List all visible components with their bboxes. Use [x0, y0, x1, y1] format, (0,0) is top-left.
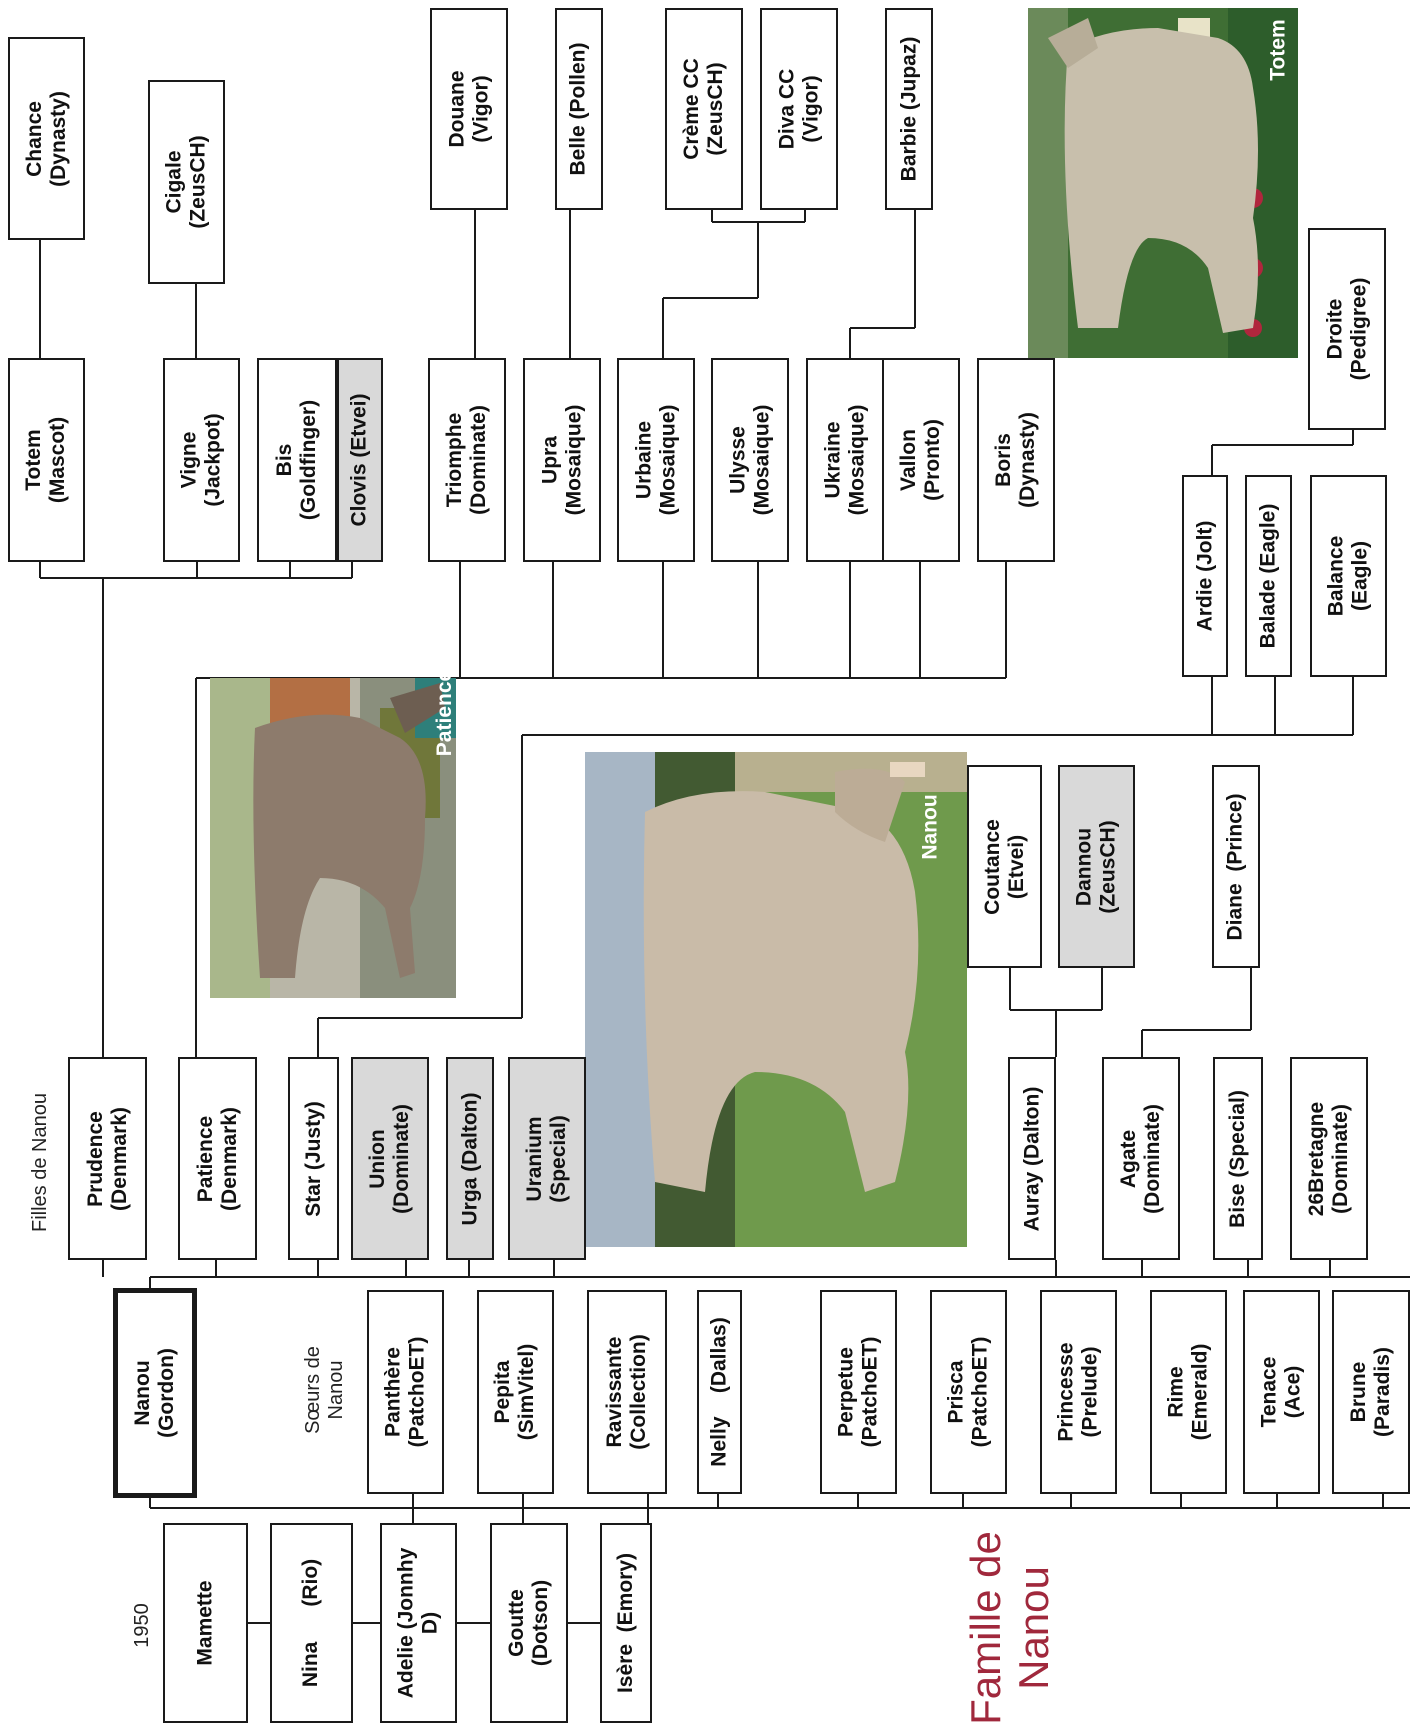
- sister-rime: Rime (Emerald): [1150, 1290, 1227, 1494]
- sister-nelly: Nelly (Dallas): [697, 1290, 742, 1494]
- daughter-bise: Bise (Special): [1213, 1057, 1263, 1260]
- year-label: 1950: [130, 1602, 153, 1648]
- ancestor-nina-label: Nina (Rio): [299, 1558, 323, 1688]
- granddaughter-boris: Boris (Dynasty): [977, 358, 1055, 562]
- greatgranddaughter-douane: Douane (Vigor): [430, 8, 508, 210]
- sister-pepita: Pepita (SimVitel): [477, 1290, 554, 1494]
- patience-photo: [210, 678, 456, 998]
- granddaughter-totem: Totem (Mascot): [8, 358, 85, 562]
- greatgranddaughter-cigale: Cigale (ZeusCH): [148, 80, 225, 284]
- granddaughter-urbaine: Urbaine (Mosaique): [617, 358, 695, 562]
- daughter-union: Union (Dominate): [351, 1057, 429, 1260]
- sister-princesse: Princesse (Prelude): [1040, 1290, 1117, 1494]
- page-title: Famille de Nanou: [962, 1531, 1057, 1725]
- ancestor-mamette-label: Mamette: [193, 1580, 217, 1666]
- granddaughter-vigne: Vigne (Jackpot): [163, 358, 240, 562]
- granddaughter-vallon: Vallon (Pronto): [882, 358, 960, 562]
- sister-ravissante: Ravissante (Collection): [587, 1290, 667, 1494]
- totem-photo-caption: Totem: [1266, 19, 1290, 81]
- ancestor-goutte: Goutte (Dotson): [490, 1523, 568, 1723]
- granddaughter-dannou: Dannou (ZeusCH): [1058, 765, 1135, 968]
- granddaughter-clovis: Clovis (Etvei): [337, 358, 383, 562]
- granddaughter-bis: Bis (Goldfinger): [257, 358, 337, 562]
- granddaughter-balance: Balance (Eagle): [1310, 475, 1387, 677]
- granddaughter-ardie: Ardie (Jolt): [1182, 475, 1228, 677]
- greatgranddaughter-belle: Belle (Pollen): [555, 8, 603, 210]
- granddaughter-coutance: Coutance (Etvei): [967, 765, 1042, 968]
- greatgranddaughter-creme: Crème CC (ZeusCH): [665, 8, 743, 210]
- daughter-agate: Agate (Dominate): [1102, 1057, 1180, 1260]
- ancestor-adelie-label: Adelie (Jonnhy D): [394, 1547, 442, 1699]
- nanou-label: Nanou (Gordon): [131, 1348, 178, 1438]
- sister-panthere: Panthère (PatchoET): [367, 1290, 444, 1494]
- daughter-26bretagne: 26Bretagne (Dominate): [1290, 1057, 1368, 1260]
- daughter-urga: Urga (Dalton): [446, 1057, 494, 1260]
- totem-photo: [1028, 8, 1298, 358]
- daughter-patience: Patience (Denmark): [178, 1057, 257, 1260]
- ancestor-goutte-label: Goutte (Dotson): [505, 1579, 552, 1667]
- daughter-uranium: Uranium (Special): [508, 1057, 586, 1260]
- granddaughter-ukraine: Ukraine (Mosaique): [806, 358, 884, 562]
- daughter-prudence: Prudence (Denmark): [68, 1057, 147, 1260]
- patience-photo-caption: Patience: [433, 669, 457, 757]
- ancestor-isere-label: Isère (Emory): [614, 1552, 637, 1694]
- sister-prisca: Prisca (PatchoET): [930, 1290, 1007, 1494]
- nanou-photo-caption: Nanou: [918, 794, 942, 860]
- sisters-section-label: Sœurs de Nanou: [302, 1346, 347, 1434]
- daughters-section-label: Filles de Nanou: [28, 1093, 51, 1232]
- sister-tenace: Tenace (Ace): [1243, 1290, 1320, 1494]
- granddaughter-balade: Balade (Eagle): [1245, 475, 1292, 677]
- ancestor-mamette: Mamette: [163, 1523, 248, 1723]
- nanou-box: Nanou (Gordon): [113, 1288, 197, 1498]
- greatgranddaughter-chance: Chance (Dynasty): [8, 37, 85, 240]
- granddaughter-ulysse: Ulysse (Mosaique): [711, 358, 789, 562]
- ancestor-adelie: Adelie (Jonnhy D): [380, 1523, 457, 1723]
- page-title-wrap: Famille de Nanou: [950, 1528, 1070, 1728]
- greatgranddaughter-droite: Droite (Pedigree): [1308, 228, 1386, 430]
- nanou-photo: [585, 752, 967, 1247]
- granddaughter-diane: Diane (Prince): [1212, 765, 1260, 968]
- ancestor-isere: Isère (Emory): [600, 1523, 652, 1723]
- sister-perpetue: Perpetue (PatchoET): [820, 1290, 897, 1494]
- daughter-auray: Auray (Dalton): [1008, 1057, 1056, 1260]
- granddaughter-upra: Upra (Mosaique): [523, 358, 601, 562]
- greatgranddaughter-diva: Diva CC (Vigor): [760, 8, 838, 210]
- granddaughter-triomphe: Triomphe (Dominate): [428, 358, 506, 562]
- ancestor-nina: Nina (Rio): [270, 1523, 353, 1723]
- daughter-star: Star (Justy): [288, 1057, 339, 1260]
- sister-brune: Brune (Paradis): [1332, 1290, 1410, 1494]
- greatgranddaughter-barbie: Barbie (Jupaz): [885, 8, 933, 210]
